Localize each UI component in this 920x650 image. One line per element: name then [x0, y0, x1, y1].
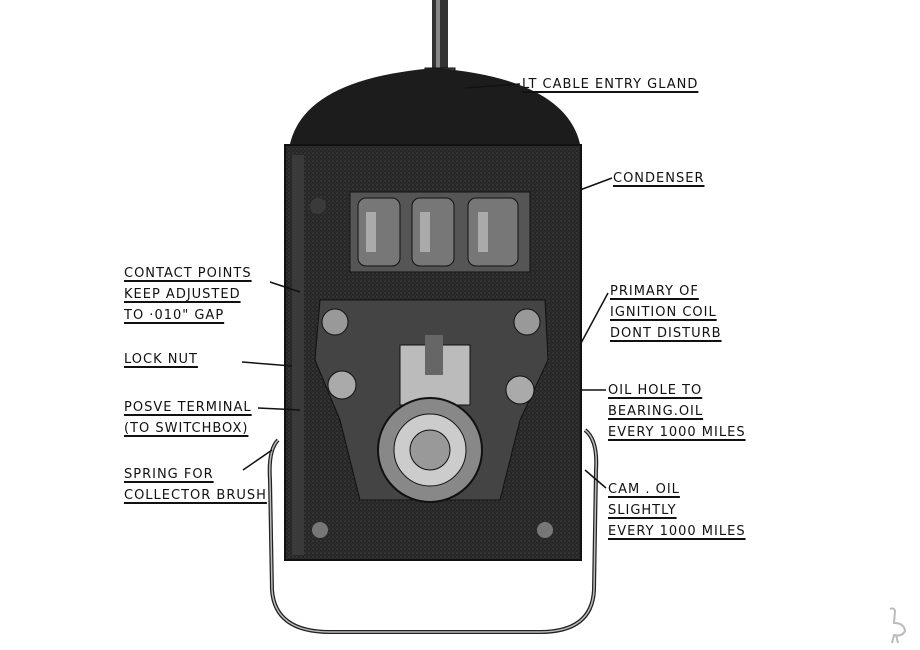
label-condenser: CONDENSER — [613, 168, 704, 189]
label-lock-nut: LOCK NUT — [124, 349, 198, 370]
leader-lines — [241, 83, 613, 489]
label-line: CAM . OIL — [608, 482, 680, 497]
screw — [513, 308, 541, 336]
label-line: LOCK NUT — [124, 352, 198, 367]
label-line: EVERY 1000 MILES — [608, 425, 746, 440]
lock-nut — [327, 370, 357, 400]
oil-hole-screw — [505, 375, 535, 405]
label-line: SLIGHTLY — [608, 503, 677, 518]
base-screw — [312, 522, 328, 538]
contact-arm — [425, 335, 443, 375]
body-rivet — [310, 198, 326, 214]
label-primary-coil: PRIMARY OF IGNITION COIL DONT DISTURB — [610, 281, 722, 344]
screw — [321, 308, 349, 336]
label-line: (TO SWITCHBOX) — [124, 421, 249, 436]
label-oil-hole: OIL HOLE TO BEARING.OIL EVERY 1000 MILES — [608, 380, 746, 443]
label-spring: SPRING FOR COLLECTOR BRUSH — [124, 464, 267, 506]
cam-center — [409, 429, 451, 471]
label-line: TO ·010" GAP — [124, 308, 225, 323]
label-line: LT CABLE ENTRY GLAND — [522, 77, 699, 92]
bail-wire-highlight — [268, 429, 598, 633]
label-lt-cable-entry-gland: LT CABLE ENTRY GLAND — [522, 74, 698, 95]
body-edge-highlight — [292, 155, 304, 555]
label-line: POSVE TERMINAL — [124, 400, 252, 415]
label-line: OIL HOLE TO — [608, 383, 703, 398]
emu-logo-icon — [889, 607, 907, 644]
label-line: PRIMARY OF — [610, 284, 699, 299]
label-line: SPRING FOR — [124, 467, 214, 482]
label-line: EVERY 1000 MILES — [608, 524, 746, 539]
label-contact-points: CONTACT POINTS KEEP ADJUSTED TO ·010" GA… — [124, 263, 252, 326]
label-line: IGNITION COIL — [610, 305, 717, 320]
label-cam-oil: CAM . OIL SLIGHTLY EVERY 1000 MILES — [608, 479, 746, 542]
base-screw — [537, 522, 553, 538]
end-cap — [288, 68, 582, 160]
label-line: BEARING.OIL — [608, 404, 704, 419]
condenser — [349, 191, 531, 273]
label-pos-terminal: POSVE TERMINAL (TO SWITCHBOX) — [124, 397, 252, 439]
label-line: COLLECTOR BRUSH — [124, 488, 267, 503]
label-line: DONT DISTURB — [610, 326, 722, 341]
label-line: KEEP ADJUSTED — [124, 287, 241, 302]
label-line: CONTACT POINTS — [124, 266, 252, 281]
label-line: CONDENSER — [613, 171, 705, 186]
